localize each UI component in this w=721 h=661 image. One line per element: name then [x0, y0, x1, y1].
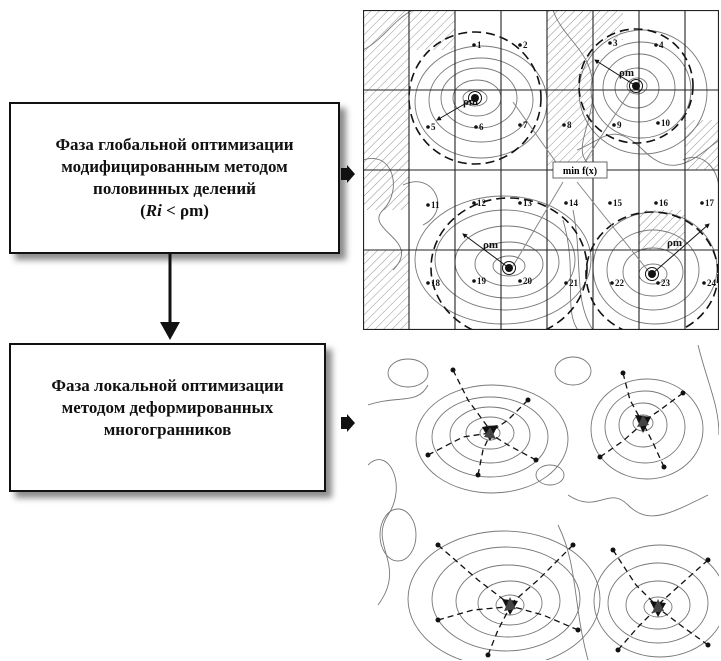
- grid-point-label: 20: [523, 276, 533, 286]
- grid-point-label: 5: [431, 122, 436, 132]
- arrow-right-top: [341, 165, 355, 183]
- grid-point: [426, 281, 430, 285]
- grid-point: [564, 201, 568, 205]
- local-optimization-figure: [368, 345, 719, 660]
- rho-label: ρm: [619, 67, 634, 79]
- grid-point-label: 3: [613, 38, 618, 48]
- grid-point-label: 6: [479, 122, 484, 132]
- grid-point: [472, 43, 476, 47]
- arrow-right-bottom: [341, 414, 355, 432]
- min-fx-label: min f(x): [563, 166, 597, 177]
- grid-point: [612, 123, 616, 127]
- grid-point: [474, 125, 478, 129]
- grid-point-label: 8: [567, 120, 572, 130]
- global-optimization-figure: min f(x) ρm ρm ρm ρm 1234567891011121314…: [363, 10, 719, 330]
- grid-point-label: 14: [569, 198, 579, 208]
- grid-point: [518, 201, 522, 205]
- grid-point: [562, 123, 566, 127]
- grid-point-label: 23: [661, 278, 671, 288]
- flow-down-arrow: [160, 254, 180, 340]
- grid-point: [564, 281, 568, 285]
- grid-point-label: 2: [523, 40, 528, 50]
- global-phase-condition: (Ri < ρm): [140, 201, 209, 220]
- global-optimization-phase-box: Фаза глобальной оптимизации модифицирова…: [9, 102, 340, 254]
- grid-point: [518, 43, 522, 47]
- grid-point: [656, 281, 660, 285]
- grid-point: [656, 121, 660, 125]
- grid-point-label: 1: [477, 40, 482, 50]
- grid-point: [610, 281, 614, 285]
- global-phase-line-3: половинных делений: [93, 179, 256, 198]
- global-phase-line-1: Фаза глобальной оптимизации: [55, 135, 294, 154]
- grid-point-label: 21: [569, 278, 579, 288]
- grid-point: [426, 203, 430, 207]
- rho-label: ρm: [463, 96, 478, 108]
- grid-point-label: 4: [659, 40, 664, 50]
- local-optimization-phase-box: Фаза локальной оптимизации методом дефор…: [9, 343, 326, 492]
- grid-point: [472, 279, 476, 283]
- grid-point-label: 19: [477, 276, 487, 286]
- grid-point-label: 17: [705, 198, 715, 208]
- grid-point-label: 13: [523, 198, 533, 208]
- grid-point: [654, 201, 658, 205]
- grid-point-label: 12: [477, 198, 487, 208]
- rho-label: ρm: [667, 237, 682, 249]
- grid-point-label: 11: [431, 200, 440, 210]
- local-phase-line-2: методом деформированных: [61, 398, 274, 417]
- local-phase-line-3: многогранников: [103, 420, 232, 439]
- global-phase-line-2: модифицированным методом: [61, 157, 288, 176]
- grid-point-label: 22: [615, 278, 625, 288]
- grid-point-label: 10: [661, 118, 671, 128]
- grid-point: [702, 281, 706, 285]
- grid-point-label: 24: [707, 278, 717, 288]
- grid-point-label: 15: [613, 198, 623, 208]
- grid-point: [700, 201, 704, 205]
- rho-label: ρm: [483, 239, 498, 251]
- grid-point: [472, 201, 476, 205]
- grid-point: [608, 201, 612, 205]
- grid-point: [518, 123, 522, 127]
- grid-point: [518, 279, 522, 283]
- grid-point: [426, 125, 430, 129]
- grid-point-label: 7: [523, 120, 528, 130]
- grid-point: [608, 41, 612, 45]
- grid-point-label: 9: [617, 120, 622, 130]
- grid-point: [654, 43, 658, 47]
- local-phase-line-1: Фаза локальной оптимизации: [51, 376, 284, 395]
- grid-point-label: 18: [431, 278, 441, 288]
- grid-point-label: 16: [659, 198, 669, 208]
